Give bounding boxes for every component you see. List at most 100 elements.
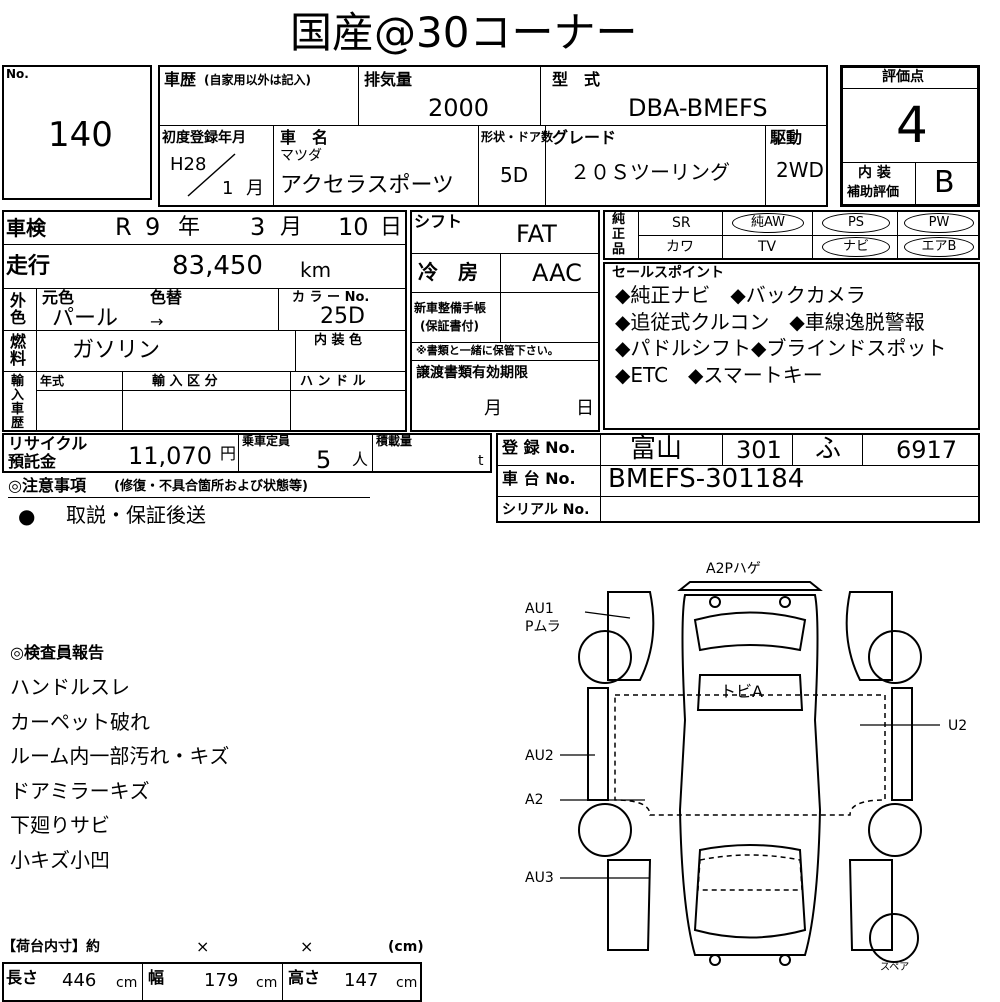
maint-book-label-2: (保証書付): [420, 319, 479, 333]
score-value: 4: [896, 96, 928, 154]
import-year-label: 年式: [40, 374, 65, 388]
mileage-value: 83,450: [172, 251, 263, 281]
maint-book-label-1: 新車整備手帳: [414, 301, 487, 315]
score-label: 評価点: [882, 69, 924, 85]
grade-label: グレード: [552, 128, 617, 147]
equip-navi: ナビ: [822, 237, 890, 257]
vehicle-info-block: [158, 65, 828, 207]
color-code-label: カ ラ ー No.: [292, 290, 370, 305]
car-name-label: 車 名: [280, 128, 329, 147]
diagram-au3: AU3: [525, 870, 554, 886]
notes-label: ◎注意事項: [8, 476, 86, 495]
car-maker: マツダ: [280, 148, 322, 164]
chassis-label: 車 台 No.: [502, 469, 576, 488]
equip-sr: SR: [672, 215, 691, 231]
shaken-day-unit: 日: [380, 215, 403, 240]
diagram-roof: トビA: [720, 682, 763, 701]
transfer-day-unit: 日: [576, 398, 594, 419]
serial-label: シリアル No.: [502, 502, 590, 518]
import-class-label: 輸 入 区 分: [152, 374, 218, 389]
equipment-side-label: 純正品: [612, 212, 626, 257]
import-handle-label: ハ ン ド ル: [300, 374, 366, 389]
orig-color-label: 元色: [42, 288, 75, 307]
registration-kana: ふ: [815, 434, 842, 464]
inspection-block: [2, 210, 407, 432]
first-reg-month: 1: [222, 178, 234, 199]
equip-leather: カワ: [666, 239, 694, 255]
drive-label: 駆動: [770, 128, 803, 147]
lot-no-value: 140: [48, 115, 113, 155]
history-label: 車歴: [164, 70, 197, 89]
sales-points-block: [603, 262, 980, 430]
mileage-unit: km: [300, 258, 332, 282]
car-name: アクセラスポーツ: [280, 173, 455, 198]
inspector-line-2: カーペット破れ: [10, 710, 150, 734]
inspector-line-3: ルーム内一部汚れ・キズ: [10, 744, 230, 768]
shaken-year: 9: [145, 213, 161, 241]
equip-tv: TV: [758, 239, 777, 255]
model-value: DBA-BMEFS: [628, 94, 768, 122]
shaken-month: 3: [250, 213, 266, 241]
diagram-a2: A2: [525, 792, 544, 808]
shaken-year-unit: 年: [178, 215, 201, 240]
cargo-width-unit: cm: [256, 975, 278, 991]
recycle-label-1: リサイクル: [8, 434, 88, 453]
cargo-label: 【荷台内寸】約: [2, 939, 100, 955]
history-note: (自家用以外は記入): [204, 73, 311, 87]
interior-label-1: 内 装: [858, 165, 891, 181]
interior-label-2: 補助評価: [847, 185, 900, 200]
color-change-arrow: →: [150, 312, 164, 331]
aircon-label: 冷 房: [418, 260, 478, 284]
recycle-unit: 円: [220, 444, 237, 463]
score-box: [840, 65, 980, 207]
shift-label: シフト: [414, 212, 463, 231]
diagram-au1-sub: Pムラ: [525, 619, 561, 635]
lot-no-label: No.: [6, 67, 29, 81]
shaken-label: 車検: [6, 216, 46, 240]
notes-sub: (修復・不具合箇所および状態等): [114, 479, 308, 494]
first-reg-era: H28: [170, 154, 207, 175]
car-damage-diagram: [560, 581, 940, 966]
first-reg-slash: [187, 153, 236, 197]
diagram-rear-label: A2Pハゲ: [706, 561, 761, 577]
color-code-value: 25D: [320, 304, 365, 329]
drive-value: 2WD: [776, 158, 824, 182]
capacity-label: 乗車定員: [242, 434, 291, 448]
transfer-label: 譲渡書類有効期限: [416, 365, 528, 381]
diagram-u2: U2: [948, 718, 968, 734]
interior-score: B: [934, 165, 955, 200]
sales-point-2: ◆追従式クルコン ◆車線逸脱警報: [615, 310, 925, 334]
mileage-label: 走行: [6, 254, 51, 279]
aircon-value: AAC: [532, 259, 582, 287]
inspector-line-6: 小キズ小凹: [10, 848, 110, 872]
registration-area: 富山: [630, 434, 683, 464]
capacity-unit: 人: [352, 450, 369, 469]
load-unit: t: [478, 453, 484, 469]
sales-point-4: ◆ETC ◆スマートキー: [615, 363, 823, 387]
cargo-x2: ×: [300, 937, 314, 956]
cargo-height: 147: [344, 970, 379, 991]
shift-value: FAT: [516, 220, 557, 248]
lot-number-box: [2, 65, 152, 200]
equip-genuine-aw: 純AW: [732, 213, 804, 233]
page-title: 国産@30コーナー: [290, 8, 638, 57]
chassis-value: BMEFS-301184: [608, 464, 805, 494]
diagram-spare: スペア: [880, 962, 910, 973]
inspector-label: ◎検査員報告: [10, 643, 104, 662]
import-side-label: 輸入車歴: [11, 374, 25, 431]
cargo-unit-head: (cm): [388, 939, 424, 955]
cargo-length-unit: cm: [116, 975, 138, 991]
fuel-value: ガソリン: [72, 338, 161, 363]
transfer-month-unit: 月: [484, 398, 502, 419]
displacement-label: 排気量: [364, 70, 413, 89]
change-color-label: 色替: [150, 288, 183, 307]
inspector-line-5: 下廻りサビ: [10, 813, 110, 837]
orig-color-value: パール: [52, 306, 119, 331]
cargo-length: 446: [62, 970, 97, 991]
model-label: 型 式: [552, 70, 601, 89]
registration-label: 登 録 No.: [502, 438, 576, 457]
notes-text: 取説・保証後送: [66, 503, 206, 527]
recycle-label-2: 預託金: [8, 452, 57, 471]
equip-ps: PS: [822, 213, 890, 233]
inspector-line-1: ハンドルスレ: [10, 675, 130, 699]
